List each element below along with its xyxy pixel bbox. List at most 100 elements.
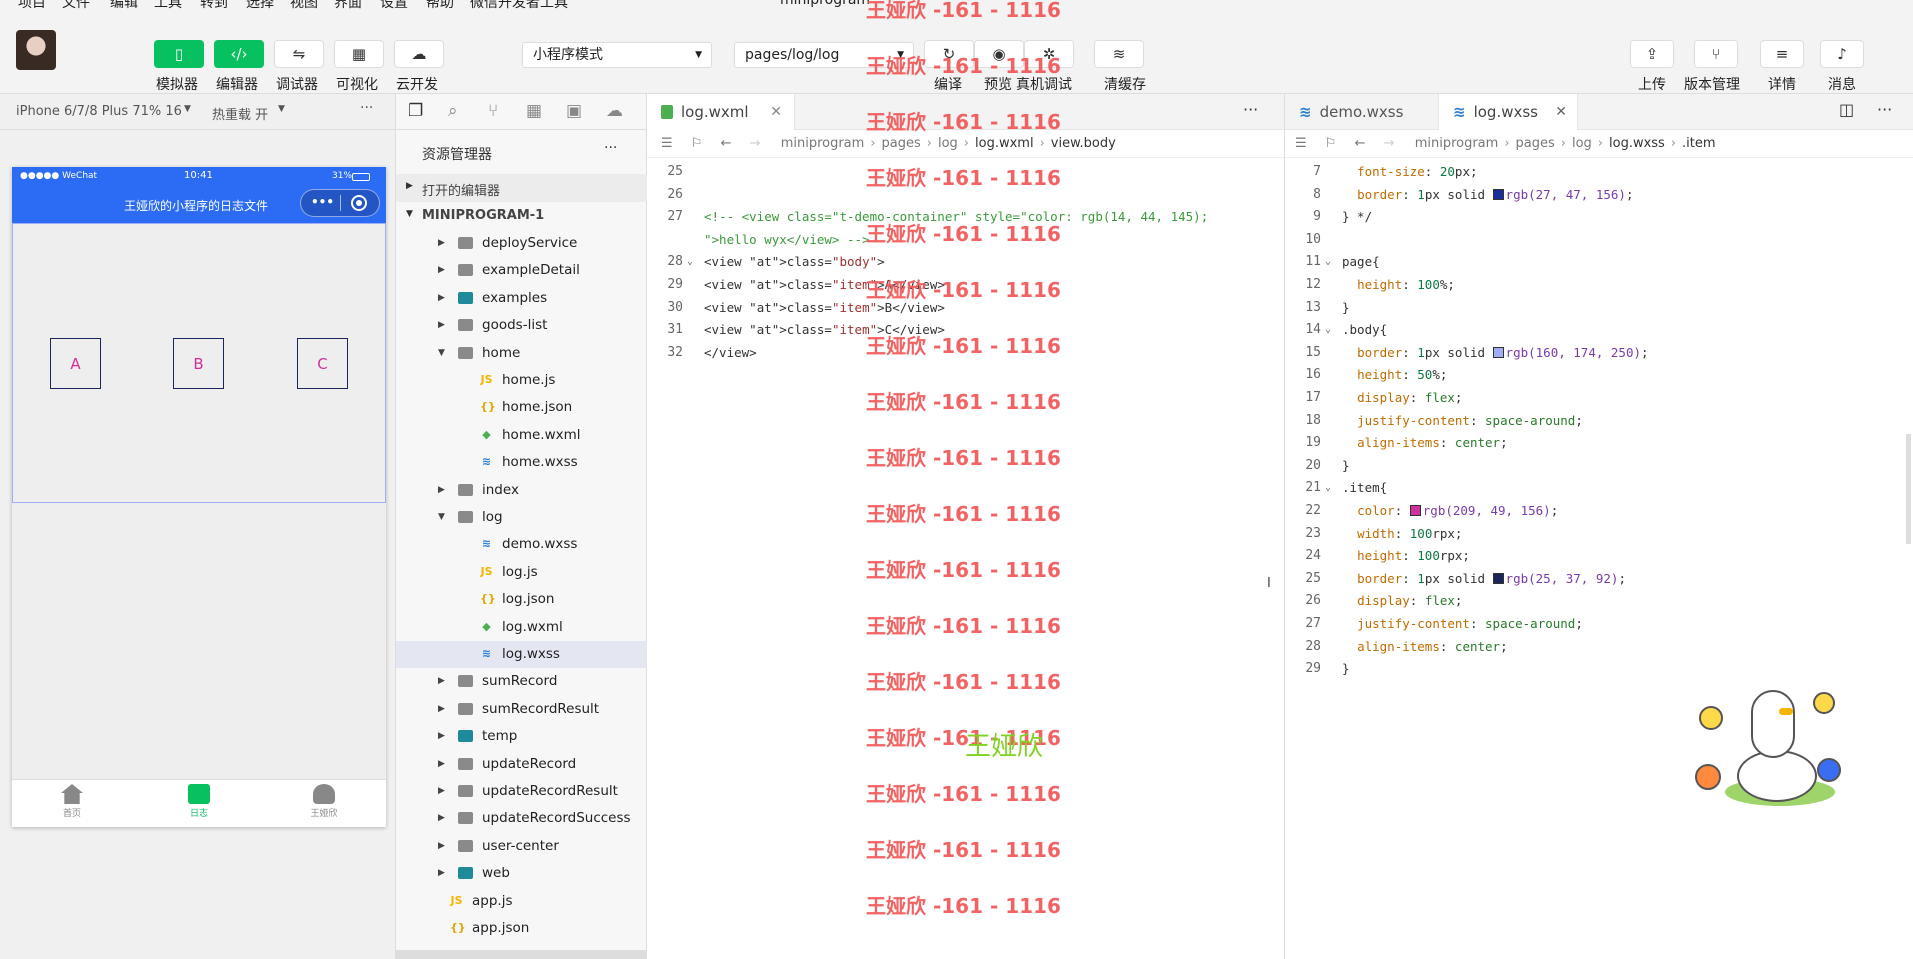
tree-item[interactable]: ▶web bbox=[396, 860, 647, 887]
toolbar-btn-2[interactable]: ⇋ bbox=[274, 40, 324, 68]
tree-item[interactable]: {}home.json bbox=[396, 394, 647, 421]
forward-icon[interactable]: → bbox=[749, 136, 761, 151]
docker-icon[interactable]: ☁ bbox=[606, 101, 623, 121]
tree-item[interactable]: ≋log.wxss bbox=[396, 641, 647, 668]
page-select[interactable]: pages/log/log▼ bbox=[734, 42, 914, 68]
forward-icon[interactable]: → bbox=[1383, 136, 1395, 151]
item-a[interactable]: A bbox=[50, 338, 101, 389]
breadcrumb-item[interactable]: log bbox=[1571, 136, 1592, 151]
files-icon[interactable]: ❐ bbox=[408, 101, 424, 121]
tree-item[interactable]: ≋home.wxss bbox=[396, 449, 647, 476]
capsule-button[interactable]: ••• bbox=[300, 189, 380, 217]
device-select[interactable]: iPhone 6/7/8 Plus 71% 16 bbox=[16, 104, 182, 119]
menu-item[interactable]: 项目 bbox=[18, 0, 46, 10]
tree-item[interactable]: ▼home bbox=[396, 340, 647, 367]
editor-sash[interactable] bbox=[1284, 94, 1285, 959]
menu-item[interactable]: 工具 bbox=[154, 0, 182, 10]
capsule-more-icon[interactable]: ••• bbox=[311, 195, 335, 209]
breadcrumb-item[interactable]: log.wxss bbox=[1609, 136, 1665, 151]
bookmark-icon[interactable]: ⚐ bbox=[1324, 136, 1337, 151]
close-icon[interactable]: ✕ bbox=[770, 104, 782, 120]
storage-icon[interactable]: ▣ bbox=[566, 101, 583, 121]
bookmark-icon[interactable]: ⚐ bbox=[690, 136, 703, 151]
right-action-1[interactable]: ⑂ bbox=[1694, 40, 1738, 68]
tree-item[interactable]: ▶sumRecord bbox=[396, 668, 647, 695]
explorer-scrollbar[interactable] bbox=[396, 950, 647, 959]
hot-reload-toggle[interactable]: 热重载 开 bbox=[212, 108, 269, 123]
outline-icon[interactable]: ☰ bbox=[661, 136, 673, 151]
close-icon[interactable]: ✕ bbox=[1555, 104, 1567, 120]
tree-item[interactable]: ▶goods-list bbox=[396, 312, 647, 339]
right-action-2[interactable]: ≡ bbox=[1760, 40, 1804, 68]
outline-icon[interactable]: ☰ bbox=[1295, 136, 1307, 151]
more-icon[interactable]: ··· bbox=[1243, 100, 1259, 119]
menu-item[interactable]: 帮助 bbox=[426, 0, 454, 10]
tab-profile[interactable]: 王娅欣 bbox=[289, 784, 359, 819]
tab-log-wxml[interactable]: log.wxml ✕ bbox=[647, 94, 795, 130]
breadcrumb-item[interactable]: pages bbox=[1515, 136, 1555, 151]
more-icon[interactable]: ··· bbox=[360, 100, 374, 116]
tab-log[interactable]: 日志 bbox=[164, 784, 234, 819]
fold-chevron-icon[interactable]: ⌄ bbox=[687, 256, 694, 268]
tree-item[interactable]: {}app.json bbox=[396, 915, 647, 942]
back-icon[interactable]: ← bbox=[1354, 136, 1366, 151]
fold-chevron-icon[interactable]: ⌄ bbox=[1325, 482, 1332, 494]
menu-item[interactable]: 转到 bbox=[200, 0, 228, 10]
toolbar-btn-0[interactable]: ▯ bbox=[154, 40, 204, 68]
breadcrumb-item[interactable]: log bbox=[937, 136, 958, 151]
project-section[interactable]: ▼ MINIPROGRAM-1 bbox=[396, 202, 647, 230]
tree-item[interactable]: ▶index bbox=[396, 477, 647, 504]
action-0[interactable]: ↻ bbox=[924, 40, 974, 68]
action-2[interactable]: ✲ bbox=[1024, 40, 1074, 68]
tree-item[interactable]: ▶user-center bbox=[396, 833, 647, 860]
fold-chevron-icon[interactable]: ⌄ bbox=[1325, 256, 1332, 268]
breadcrumb-item[interactable]: pages bbox=[881, 136, 921, 151]
tree-item[interactable]: ▶temp bbox=[396, 723, 647, 750]
source-control-icon[interactable]: ⑂ bbox=[488, 101, 499, 121]
menu-item[interactable]: 微信开发者工具 bbox=[470, 0, 568, 10]
extensions-icon[interactable]: ▦ bbox=[526, 101, 543, 121]
split-editor-icon[interactable]: ◫ bbox=[1839, 100, 1855, 119]
menu-item[interactable]: 文件 bbox=[62, 0, 90, 10]
tree-item[interactable]: ◆home.wxml bbox=[396, 422, 647, 449]
tree-item[interactable]: ◆log.wxml bbox=[396, 614, 647, 641]
action-3[interactable]: ≋ bbox=[1094, 40, 1144, 68]
tree-item[interactable]: ▼log bbox=[396, 504, 647, 531]
more-icon[interactable]: ··· bbox=[1877, 100, 1893, 119]
capsule-close-icon[interactable] bbox=[351, 195, 367, 211]
open-editors-section[interactable]: ▶ 打开的编辑器 bbox=[396, 174, 647, 202]
fold-chevron-icon[interactable]: ⌄ bbox=[1325, 324, 1332, 336]
right-action-3[interactable]: ♪ bbox=[1820, 40, 1864, 68]
menu-item[interactable]: 设置 bbox=[380, 0, 408, 10]
tab-home[interactable]: 首页 bbox=[37, 784, 107, 819]
tree-item[interactable]: {}log.json bbox=[396, 586, 647, 613]
back-icon[interactable]: ← bbox=[720, 136, 732, 151]
breadcrumb-item[interactable]: .item bbox=[1682, 136, 1716, 151]
tree-item[interactable]: ▶examples bbox=[396, 285, 647, 312]
item-c[interactable]: C bbox=[297, 338, 348, 389]
menu-item[interactable]: 选择 bbox=[246, 0, 274, 10]
breadcrumb-item[interactable]: view.body bbox=[1050, 136, 1116, 151]
tree-item[interactable]: ≋demo.wxss bbox=[396, 531, 647, 558]
tree-item[interactable]: ▶sumRecordResult bbox=[396, 696, 647, 723]
item-b[interactable]: B bbox=[173, 338, 224, 389]
tree-item[interactable]: ▶deployService bbox=[396, 230, 647, 257]
toolbar-btn-1[interactable]: ‹/› bbox=[214, 40, 264, 68]
tree-item[interactable]: ▶updateRecordSuccess bbox=[396, 805, 647, 832]
tab-demo-wxss[interactable]: ≋demo.wxss bbox=[1285, 94, 1438, 130]
menu-item[interactable]: 界面 bbox=[334, 0, 362, 10]
action-1[interactable]: ◉ bbox=[974, 40, 1024, 68]
right-action-0[interactable]: ⇪ bbox=[1630, 40, 1674, 68]
code-editor-right[interactable]: 7 font-size: 20px;8 border: 1px solid rg… bbox=[1285, 158, 1913, 959]
tree-item[interactable]: ▶updateRecordResult bbox=[396, 778, 647, 805]
tree-item[interactable]: ▶exampleDetail bbox=[396, 257, 647, 284]
breadcrumb-item[interactable]: log.wxml bbox=[975, 136, 1034, 151]
breadcrumb-item[interactable]: miniprogram bbox=[780, 136, 865, 151]
tab-log-wxss[interactable]: ≋log.wxss ✕ bbox=[1438, 94, 1578, 130]
search-icon[interactable]: ⌕ bbox=[448, 101, 458, 121]
breadcrumb-item[interactable]: miniprogram bbox=[1414, 136, 1499, 151]
